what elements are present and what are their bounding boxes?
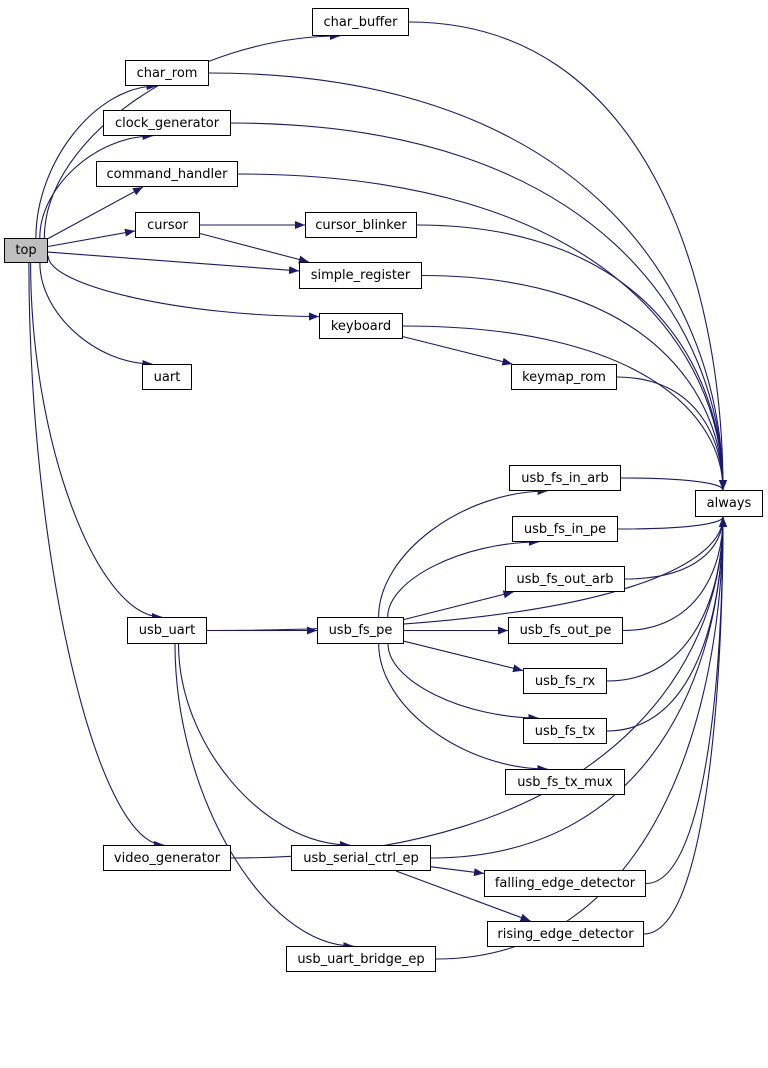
edge-usb-uart-to-usb-uart-bridge-ep <box>174 643 354 950</box>
edge-top-to-cursor <box>47 228 136 248</box>
edge-usb-serial-ctrl-ep-to-falling-edge-detector <box>430 866 485 877</box>
edge-top-to-keyboard <box>47 255 320 321</box>
edge-simple-register-to-always <box>421 274 727 491</box>
edge-usb-fs-pe-to-usb-fs-in-arb <box>378 487 548 618</box>
node-char-rom[interactable]: char_rom <box>125 60 209 86</box>
edge-usb-fs-in-pe-to-always <box>617 516 727 530</box>
edge-usb-fs-pe-to-usb-fs-tx <box>387 643 539 722</box>
node-clock-generator[interactable]: clock_generator <box>103 110 231 136</box>
node-usb-fs-pe[interactable]: usb_fs_pe <box>317 617 404 644</box>
edge-usb-serial-ctrl-ep-to-always <box>430 516 727 859</box>
node-usb-serial-ctrl-ep[interactable]: usb_serial_ctrl_ep <box>291 845 431 871</box>
node-usb-fs-in-pe[interactable]: usb_fs_in_pe <box>512 516 618 542</box>
node-command-handler[interactable]: command_handler <box>96 161 238 187</box>
edge-top-to-clock-generator <box>39 132 153 239</box>
node-usb-fs-rx[interactable]: usb_fs_rx <box>523 668 607 694</box>
edge-top-to-char-buffer <box>43 32 341 239</box>
edge-usb-fs-pe-to-usb-fs-tx-mux <box>378 643 548 773</box>
edge-top-to-command-handler <box>47 186 144 240</box>
node-usb-uart[interactable]: usb_uart <box>127 617 207 644</box>
edge-usb-fs-pe-to-usb-fs-rx <box>403 640 524 673</box>
node-usb-fs-tx-mux[interactable]: usb_fs_tx_mux <box>505 769 625 795</box>
edge-usb-fs-rx-to-always <box>606 516 727 682</box>
edge-top-to-uart <box>39 262 153 368</box>
edge-cursor-blinker-to-always <box>416 224 727 491</box>
node-cursor-blinker[interactable]: cursor_blinker <box>305 212 417 238</box>
node-uart[interactable]: uart <box>142 364 192 390</box>
node-rising-edge-detector[interactable]: rising_edge_detector <box>487 921 644 947</box>
edge-usb-uart-to-usb-serial-ctrl-ep <box>177 643 350 849</box>
node-char-buffer[interactable]: char_buffer <box>312 8 409 36</box>
edge-keyboard-to-keymap-rom <box>402 336 513 366</box>
edge-cursor-to-simple-register <box>199 232 310 264</box>
node-keyboard[interactable]: keyboard <box>319 313 403 339</box>
node-usb-fs-in-arb[interactable]: usb_fs_in_arb <box>509 465 621 491</box>
edge-top-to-usb-uart <box>30 262 163 621</box>
node-simple-register[interactable]: simple_register <box>299 262 422 289</box>
edge-char-rom-to-always <box>208 72 727 491</box>
node-always[interactable]: always <box>695 490 763 517</box>
edge-rising-edge-detector-to-always <box>643 516 727 935</box>
edge-char-buffer-to-always <box>408 21 727 491</box>
edge-top-to-simple-register <box>47 251 300 275</box>
node-top[interactable]: top <box>4 238 48 263</box>
edge-usb-serial-ctrl-ep-to-rising-edge-detector <box>395 870 531 922</box>
node-usb-uart-bridge-ep[interactable]: usb_uart_bridge_ep <box>286 946 436 972</box>
edge-keymap-rom-to-always <box>616 376 727 491</box>
edge-usb-fs-in-arb-to-always <box>620 477 727 491</box>
edge-clock-generator-to-always <box>230 122 727 491</box>
edge-usb-fs-out-pe-to-always <box>622 516 727 632</box>
edge-top-to-char-rom <box>35 82 157 239</box>
node-falling-edge-detector[interactable]: falling_edge_detector <box>484 870 646 897</box>
node-cursor[interactable]: cursor <box>135 212 200 238</box>
edge-usb-uart-to-always <box>206 516 727 632</box>
node-video-generator[interactable]: video_generator <box>103 845 231 871</box>
node-usb-fs-out-arb[interactable]: usb_fs_out_arb <box>505 566 625 592</box>
edge-usb-fs-pe-to-usb-fs-in-pe <box>387 538 539 618</box>
node-keymap-rom[interactable]: keymap_rom <box>511 364 617 390</box>
edge-keyboard-to-always <box>402 325 727 491</box>
node-usb-fs-tx[interactable]: usb_fs_tx <box>523 718 607 744</box>
edge-top-to-video-generator <box>28 262 165 849</box>
node-usb-fs-out-pe[interactable]: usb_fs_out_pe <box>508 617 623 644</box>
edge-usb-fs-pe-to-usb-fs-out-arb <box>403 590 514 621</box>
edge-video-generator-to-always <box>230 516 727 859</box>
